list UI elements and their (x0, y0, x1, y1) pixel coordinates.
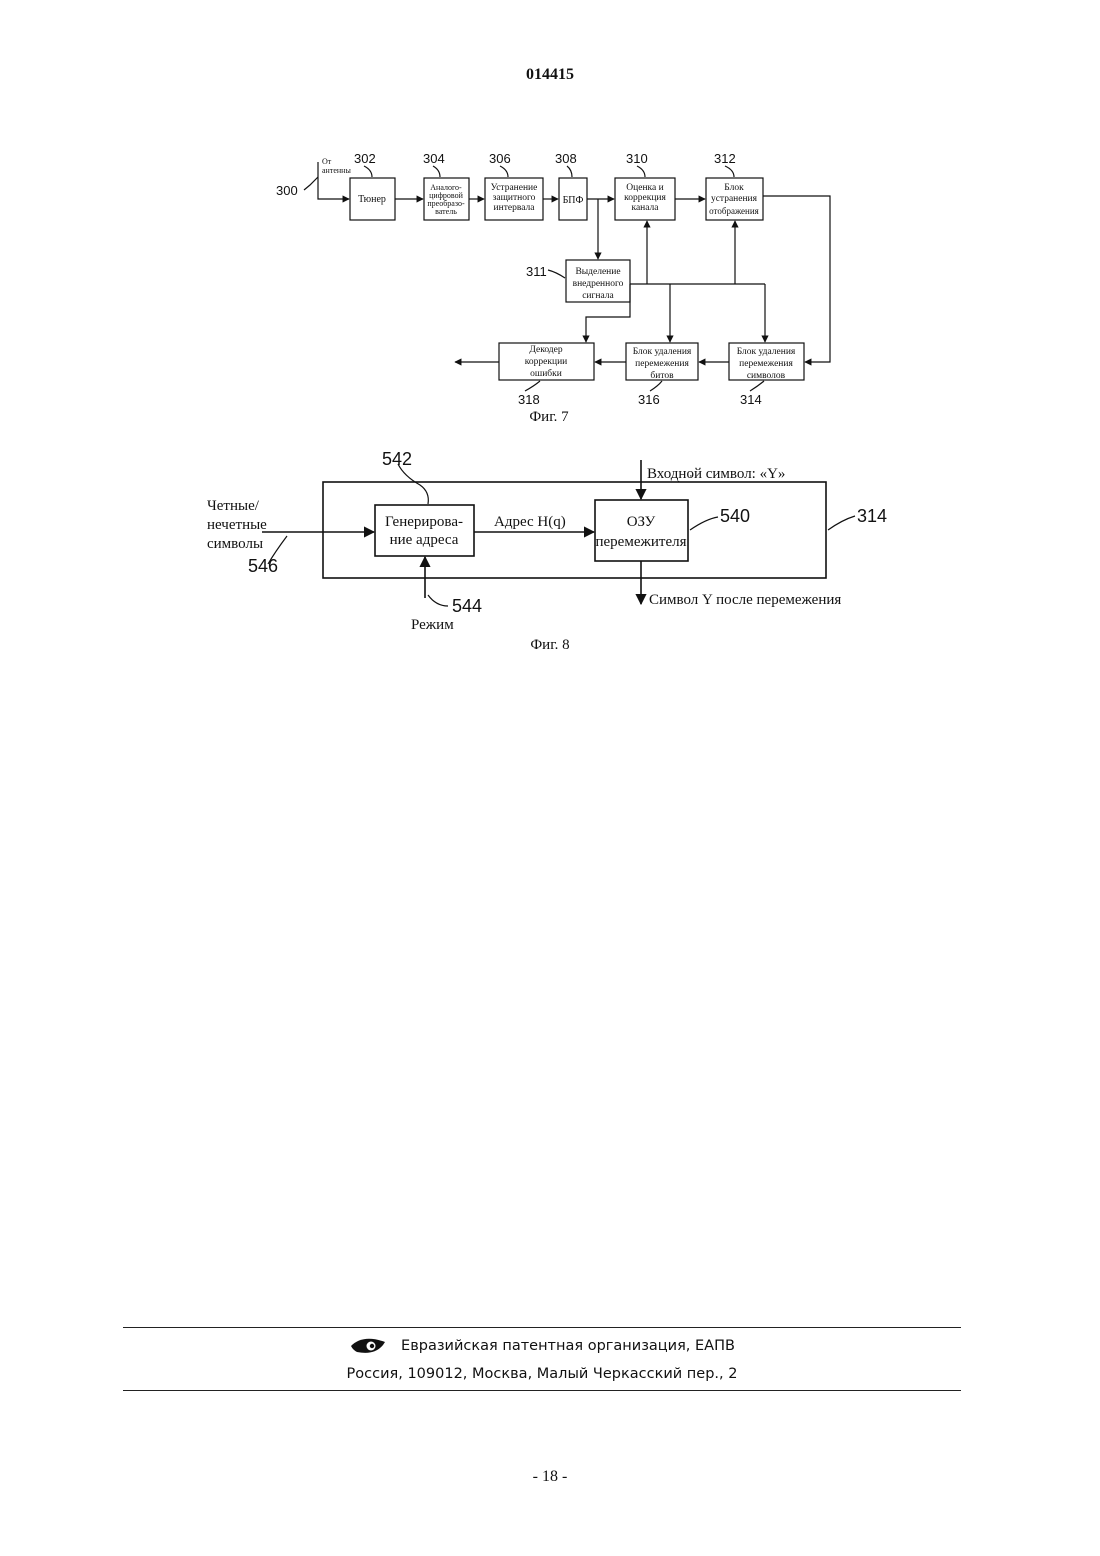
document-number: 014415 (0, 66, 1100, 84)
ref-310: 310 (626, 151, 648, 166)
deinterleaver-outer-box (323, 482, 826, 578)
sym-deint-label: перемежения (739, 359, 793, 369)
bit-deint-label: перемежения (635, 359, 689, 369)
tuner-label: Тюнер (358, 194, 386, 205)
demapper-label: отображения (709, 206, 759, 216)
ref-314: 314 (740, 392, 762, 407)
demapper-label: устранения (711, 194, 758, 204)
org-line: Евразийская патентная организация, ЕАПВ (123, 1336, 961, 1356)
input-symbol-label: Входной символ: «Y» (647, 466, 785, 482)
decoder-label: Декодер (529, 345, 562, 355)
embedded-label: внедренного (573, 279, 624, 289)
bit-deint-label: Блок удаления (633, 347, 692, 357)
fft-label: БПФ (563, 195, 584, 206)
decoder-label: коррекции (525, 357, 567, 367)
interleaver-ram-block (595, 500, 688, 561)
output-symbol-label: Символ Y после перемежения (649, 592, 841, 608)
sym-deint-label: символов (747, 371, 786, 381)
ref-544: 544 (452, 596, 482, 616)
eapo-logo-icon (349, 1336, 387, 1356)
even-odd-label: символы (207, 536, 263, 552)
ref-314-outer: 314 (857, 506, 887, 526)
channel-label: канала (631, 203, 659, 213)
ram-label: перемежителя (596, 534, 687, 550)
ref-312: 312 (714, 151, 736, 166)
even-odd-label: Четные/ (207, 498, 260, 514)
addr-gen-label: ние адреса (390, 532, 459, 548)
ref-318: 318 (518, 392, 540, 407)
antenna-label: антенны (322, 166, 351, 175)
ref-302: 302 (354, 151, 376, 166)
ref-540: 540 (720, 506, 750, 526)
guard-label: защитного (493, 193, 536, 203)
org-address: Россия, 109012, Москва, Малый Черкасский… (123, 1366, 961, 1382)
guard-label: Устранение (491, 183, 538, 193)
ref-311: 311 (526, 264, 547, 279)
figure-8-diagram: · ' 542 Генерирова- ние адреса Входной с… (0, 440, 1100, 665)
figure-7-caption: Фиг. 7 (529, 409, 569, 425)
even-odd-label: нечетные (207, 517, 267, 533)
adc-label: ватель (435, 207, 457, 216)
channel-label: Оценка и (626, 183, 663, 193)
address-label: Адрес H(q) (494, 514, 566, 530)
ref-542: 542 (382, 449, 412, 469)
ref-306: 306 (489, 151, 511, 166)
ref-308: 308 (555, 151, 577, 166)
figure-8-caption: Фиг. 8 (530, 637, 569, 653)
ref-300: 300 (276, 183, 298, 198)
decoder-label: ошибки (530, 368, 562, 379)
org-name: Евразийская патентная организация, ЕАПВ (401, 1338, 735, 1354)
ref-304: 304 (423, 151, 445, 166)
mode-label: Режим (411, 617, 454, 633)
channel-label: коррекция (624, 193, 666, 203)
sym-deint-label: Блок удаления (737, 347, 796, 357)
figure-7-diagram: От антенны 300 302 Тюнер 304 Аналого- ци… (0, 140, 1100, 440)
bit-deint-label: битов (650, 370, 674, 381)
ref-546: 546 (248, 556, 278, 576)
guard-label: интервала (494, 203, 536, 213)
embedded-label: Выделение (575, 267, 620, 277)
address-generation-block (375, 505, 474, 556)
page-number: - 18 - (0, 1468, 1100, 1486)
demapper-label: Блок (724, 183, 744, 193)
embedded-label: сигнала (582, 291, 614, 301)
ram-label: ОЗУ (627, 514, 656, 530)
addr-gen-label: Генерирова- (385, 514, 463, 530)
antenna-label: От (322, 157, 332, 166)
ref-316: 316 (638, 392, 660, 407)
publisher-footer: Евразийская патентная организация, ЕАПВ … (123, 1327, 961, 1391)
